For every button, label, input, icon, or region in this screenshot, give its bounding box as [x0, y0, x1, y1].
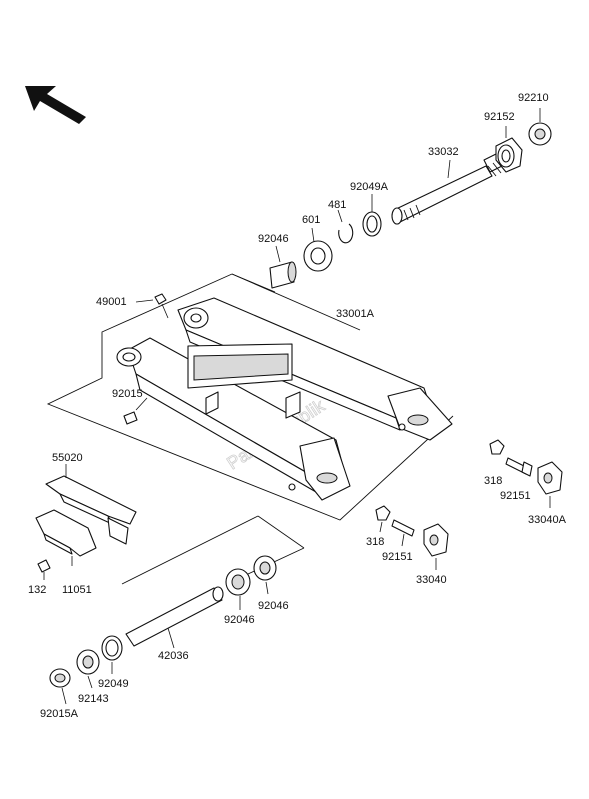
label-92046-top: 92046 — [258, 233, 289, 245]
bearing-601 — [303, 227, 333, 272]
needle-bearing-92046-low — [253, 555, 277, 595]
nut-318-mid — [375, 505, 391, 533]
bolt-92015A — [49, 668, 71, 705]
label-42036: 42036 — [158, 650, 189, 662]
label-33040A: 33040A — [528, 514, 567, 526]
label-92015: 92015 — [112, 388, 143, 400]
label-49001: 49001 — [96, 296, 127, 308]
front-arrow-icon — [25, 86, 86, 124]
collar-92152 — [495, 126, 523, 173]
swingarm — [116, 297, 453, 501]
label-92152: 92152 — [484, 111, 515, 123]
label-92046-low: 92046 — [258, 600, 289, 612]
grease-fitting-49001 — [135, 293, 169, 319]
seal-92049A — [362, 194, 382, 237]
label-92151-right: 92151 — [500, 490, 531, 502]
label-481: 481 — [328, 199, 346, 211]
chain-adjuster-33040 — [423, 523, 449, 570]
needle-bearing-92046-mid — [225, 568, 251, 610]
label-92046-mid: 92046 — [224, 614, 255, 626]
pivot-shaft-33032 — [391, 149, 511, 225]
label-33040: 33040 — [416, 574, 447, 586]
nut-92210 — [528, 108, 552, 146]
label-11051: 11051 — [62, 584, 92, 596]
needle-bearing-92046-top — [269, 245, 297, 289]
label-318-right: 318 — [484, 475, 502, 487]
label-92151-mid: 92151 — [382, 551, 413, 563]
bolt-92151-right — [505, 457, 533, 477]
bolt-92015 — [123, 397, 148, 425]
label-92049A: 92049A — [350, 181, 389, 193]
circlip-481 — [337, 209, 354, 244]
label-33001A: 33001A — [336, 308, 375, 320]
axle-42036 — [125, 586, 224, 649]
label-92049: 92049 — [98, 678, 129, 690]
label-132: 132 — [28, 584, 46, 596]
chain-slider-11051 — [35, 509, 129, 566]
label-318-mid: 318 — [366, 536, 384, 548]
swingarm-outline-frame — [46, 273, 454, 521]
nut-318-right — [489, 439, 505, 455]
collar-92143 — [76, 649, 100, 689]
label-92143: 92143 — [78, 693, 109, 705]
screw-132 — [37, 559, 51, 580]
chain-adjuster-33040A — [537, 461, 563, 508]
bolt-92151-mid — [391, 519, 415, 547]
axle-outline-frame — [121, 515, 305, 585]
chain-guard-55020 — [45, 464, 137, 525]
label-55020: 55020 — [52, 452, 83, 464]
label-92015A: 92015A — [40, 708, 79, 720]
label-601: 601 — [302, 214, 320, 226]
label-33032: 33032 — [428, 146, 459, 158]
seal-92049 — [101, 635, 123, 674]
label-92210: 92210 — [518, 92, 549, 104]
